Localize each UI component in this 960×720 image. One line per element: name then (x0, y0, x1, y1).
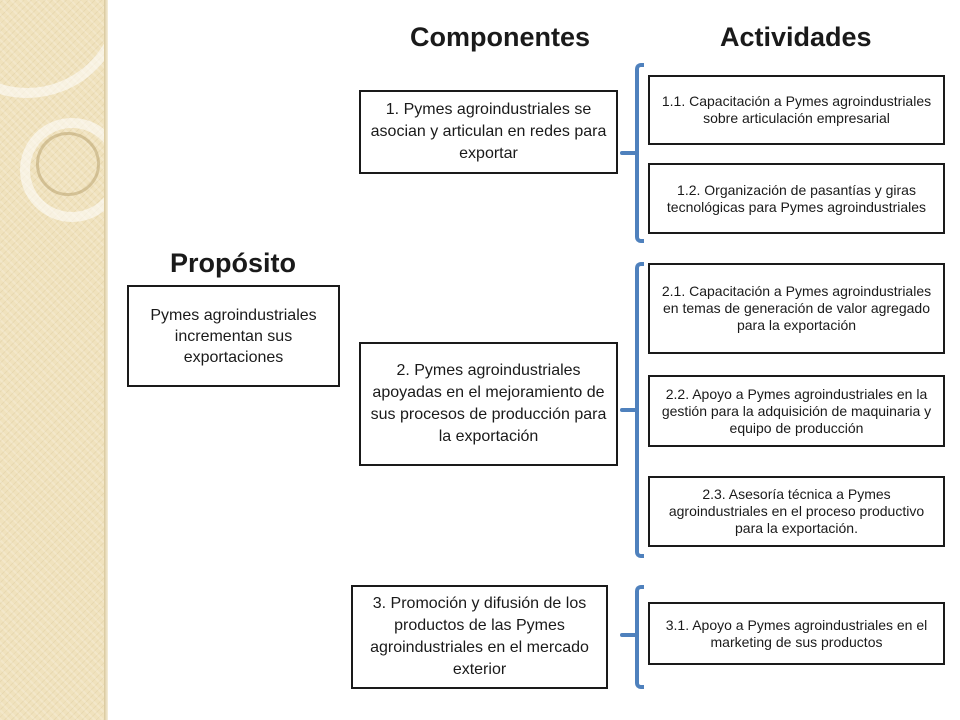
actividad-box-2-3: 2.3. Asesoría técnica a Pymes agroindust… (648, 476, 945, 547)
actividad-text: 1.1. Capacitación a Pymes agroindustrial… (661, 93, 932, 126)
proposito-text: Pymes agroindustriales incrementan sus e… (150, 306, 317, 366)
componente-box-1: 1. Pymes agroindustriales se asocian y a… (359, 90, 618, 174)
decorative-ring (0, 0, 104, 98)
decorative-side-panel (0, 0, 104, 720)
bracket-group-3 (635, 585, 644, 689)
actividad-box-2-1: 2.1. Capacitación a Pymes agroindustrial… (648, 263, 945, 354)
actividad-box-3-1: 3.1. Apoyo a Pymes agroindustriales en e… (648, 602, 945, 665)
actividad-text: 2.1. Capacitación a Pymes agroindustrial… (661, 283, 932, 333)
actividad-box-1-1: 1.1. Capacitación a Pymes agroindustrial… (648, 75, 945, 145)
side-panel-edge (104, 0, 108, 720)
componente-text: 2. Pymes agroindustriales apoyadas en el… (370, 362, 607, 445)
componente-box-2: 2. Pymes agroindustriales apoyadas en el… (359, 342, 618, 466)
actividad-box-2-2: 2.2. Apoyo a Pymes agroindustriales en l… (648, 375, 945, 447)
componente-text: 3. Promoción y difusión de los productos… (370, 595, 589, 678)
proposito-box: Pymes agroindustriales incrementan sus e… (127, 285, 340, 387)
componente-text: 1. Pymes agroindustriales se asocian y a… (370, 101, 607, 162)
decorative-ring (36, 132, 100, 196)
actividad-text: 2.2. Apoyo a Pymes agroindustriales en l… (661, 385, 932, 436)
connector-1 (620, 151, 639, 155)
connector-2 (620, 408, 639, 412)
actividad-text: 2.3. Asesoría técnica a Pymes agroindust… (668, 486, 925, 536)
componente-box-3: 3. Promoción y difusión de los productos… (351, 585, 608, 689)
actividad-text: 3.1. Apoyo a Pymes agroindustriales en e… (665, 616, 928, 650)
actividad-text: 1.2. Organización de pasantías y giras t… (666, 181, 927, 215)
decorative-ring (20, 118, 104, 222)
heading-actividades: Actividades (720, 22, 872, 52)
connector-3 (620, 633, 639, 637)
actividad-box-1-2: 1.2. Organización de pasantías y giras t… (648, 163, 945, 234)
heading-proposito: Propósito (170, 248, 296, 278)
heading-componentes: Componentes (410, 22, 591, 52)
